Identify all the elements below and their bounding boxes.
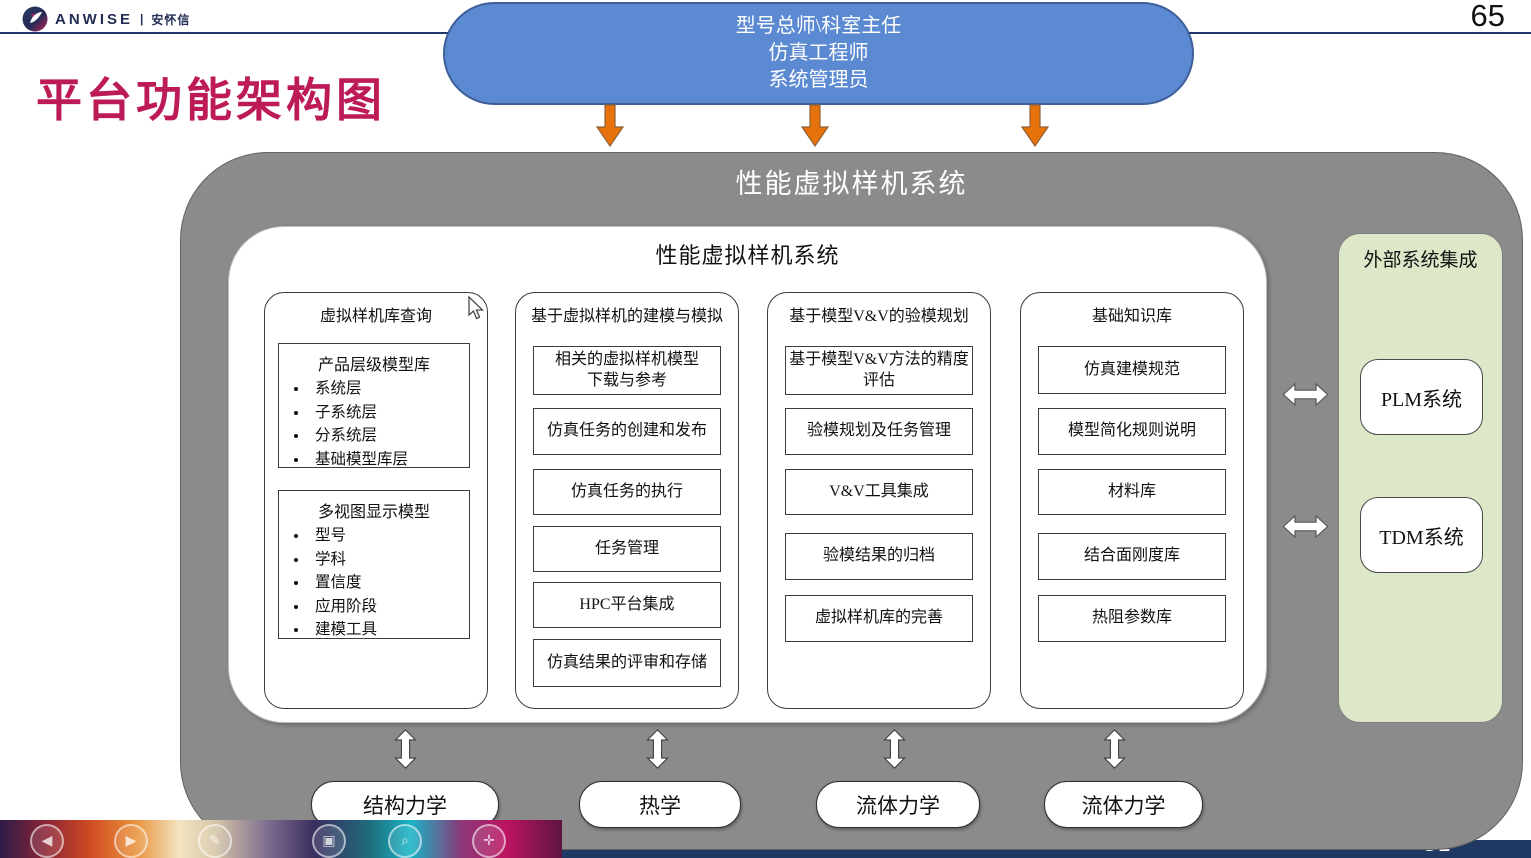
down-arrow-icon bbox=[596, 104, 624, 147]
external-systems-title: 外部系统集成 bbox=[1363, 250, 1478, 271]
column-title: 基础知识库 bbox=[1091, 308, 1172, 325]
discipline-thermal: 热学 bbox=[579, 781, 741, 828]
outer-panel-title: 性能虚拟样机系统 bbox=[735, 169, 968, 199]
camera-tool-icon[interactable]: ▣ bbox=[312, 824, 346, 858]
group-product-level-model-library: 产品层级模型库 系统层 子系统层 分系统层 基础模型库层 bbox=[278, 343, 470, 468]
column-title: 基于虚拟样机的建模与模拟 bbox=[530, 308, 723, 325]
anwise-logo-brand: ANWISE bbox=[55, 10, 133, 28]
role-line: 仿真工程师 bbox=[768, 42, 869, 64]
anwise-logo: ANWISE | 安怀信 bbox=[22, 5, 190, 33]
group-multiview-display-model: 多视图显示模型 型号 学科 置信度 应用阶段 建模工具 bbox=[278, 490, 470, 639]
inner-panel-title: 性能虚拟样机系统 bbox=[655, 243, 840, 268]
double-arrow-vertical-icon bbox=[394, 729, 417, 769]
column-vp-modeling-simulation: 基于虚拟样机的建模与模拟 相关的虚拟样机模型 下载与参考 仿真任务的创建和发布 … bbox=[515, 292, 739, 709]
bullet-item: 基础模型库层 bbox=[309, 448, 469, 472]
function-box: 结合面刚度库 bbox=[1038, 533, 1226, 580]
function-box: 模型简化规则说明 bbox=[1038, 408, 1226, 455]
double-arrow-vertical-icon bbox=[883, 729, 906, 769]
viewer-toolbar: ◀ ▶ ✎ ▣ ⌕ ✛ bbox=[0, 820, 562, 858]
double-arrow-horizontal-icon bbox=[1282, 514, 1329, 539]
function-box: 热阻参数库 bbox=[1038, 595, 1226, 642]
double-arrow-horizontal-icon bbox=[1282, 382, 1329, 407]
bullet-item: 应用阶段 bbox=[309, 595, 469, 619]
down-arrow-icon bbox=[1021, 104, 1049, 147]
group-heading: 产品层级模型库 bbox=[317, 357, 430, 374]
zoom-tool-icon[interactable]: ⌕ bbox=[388, 824, 422, 858]
function-box: 仿真结果的评审和存储 bbox=[533, 639, 721, 687]
column-title: 基于模型V&V的验模规划 bbox=[789, 308, 969, 325]
next-page-icon[interactable]: ▶ bbox=[114, 824, 148, 858]
mouse-cursor-icon bbox=[468, 296, 485, 320]
group-heading: 多视图显示模型 bbox=[317, 504, 430, 521]
function-box: 基于模型V&V方法的精度 评估 bbox=[785, 346, 973, 395]
bullet-item: 学科 bbox=[309, 548, 469, 572]
bullet-item: 系统层 bbox=[309, 377, 469, 401]
discipline-fluid-mechanics: 流体力学 bbox=[1044, 781, 1203, 828]
function-box: 仿真任务的创建和发布 bbox=[533, 408, 721, 455]
plm-system-box: PLM系统 bbox=[1360, 359, 1483, 435]
previous-page-icon[interactable]: ◀ bbox=[30, 824, 64, 858]
role-line: 型号总师\科室主任 bbox=[735, 15, 902, 37]
discipline-fluid-mechanics: 流体力学 bbox=[816, 781, 980, 828]
pan-tool-icon[interactable]: ✛ bbox=[472, 824, 506, 858]
function-box: V&V工具集成 bbox=[785, 469, 973, 515]
anwise-logo-icon bbox=[22, 6, 48, 32]
column-basic-knowledge-base: 基础知识库 仿真建模规范 模型简化规则说明 材料库 结合面刚度库 热阻参数库 bbox=[1020, 292, 1244, 709]
down-arrow-icon bbox=[801, 104, 829, 147]
group-bullet-list: 系统层 子系统层 分系统层 基础模型库层 bbox=[279, 377, 469, 471]
roles-capsule: 型号总师\科室主任 仿真工程师 系统管理员 bbox=[443, 2, 1194, 105]
function-box: 验模结果的归档 bbox=[785, 533, 973, 580]
bullet-item: 置信度 bbox=[309, 571, 469, 595]
double-arrow-vertical-icon bbox=[646, 729, 669, 769]
bullet-item: 子系统层 bbox=[309, 401, 469, 425]
function-box: 仿真建模规范 bbox=[1038, 346, 1226, 394]
slide-title: 平台功能架构图 bbox=[36, 74, 386, 126]
group-bullet-list: 型号 学科 置信度 应用阶段 建模工具 bbox=[279, 524, 469, 642]
function-box: 任务管理 bbox=[533, 526, 721, 572]
bullet-item: 建模工具 bbox=[309, 618, 469, 642]
bullet-item: 型号 bbox=[309, 524, 469, 548]
external-systems-panel: 外部系统集成 PLM系统 TDM系统 bbox=[1338, 233, 1503, 723]
page-number: 65 bbox=[1470, 0, 1505, 33]
function-box: 材料库 bbox=[1038, 469, 1226, 515]
bullet-item: 分系统层 bbox=[309, 424, 469, 448]
column-vp-library-query: 虚拟样机库查询 产品层级模型库 系统层 子系统层 分系统层 基础模型库层 多视图… bbox=[264, 292, 488, 709]
tdm-system-box: TDM系统 bbox=[1360, 497, 1483, 573]
anwise-logo-cn: 安怀信 bbox=[151, 12, 191, 27]
function-box: 相关的虚拟样机模型 下载与参考 bbox=[533, 346, 721, 395]
inner-system-panel: 性能虚拟样机系统 虚拟样机库查询 产品层级模型库 系统层 子系统层 分系统层 基… bbox=[228, 226, 1267, 723]
double-arrow-vertical-icon bbox=[1103, 729, 1126, 769]
column-title: 虚拟样机库查询 bbox=[319, 308, 432, 325]
pen-tool-icon[interactable]: ✎ bbox=[198, 824, 232, 858]
anwise-logo-separator: | bbox=[140, 12, 145, 26]
function-box: HPC平台集成 bbox=[533, 582, 721, 628]
function-box: 仿真任务的执行 bbox=[533, 469, 721, 515]
column-vv-validation-planning: 基于模型V&V的验模规划 基于模型V&V方法的精度 评估 验模规划及任务管理 V… bbox=[767, 292, 991, 709]
function-box: 虚拟样机库的完善 bbox=[785, 595, 973, 642]
function-box: 验模规划及任务管理 bbox=[785, 408, 973, 455]
role-line: 系统管理员 bbox=[768, 69, 869, 91]
performance-virtual-prototype-panel: 性能虚拟样机系统 性能虚拟样机系统 虚拟样机库查询 产品层级模型库 系统层 子系… bbox=[180, 152, 1523, 850]
